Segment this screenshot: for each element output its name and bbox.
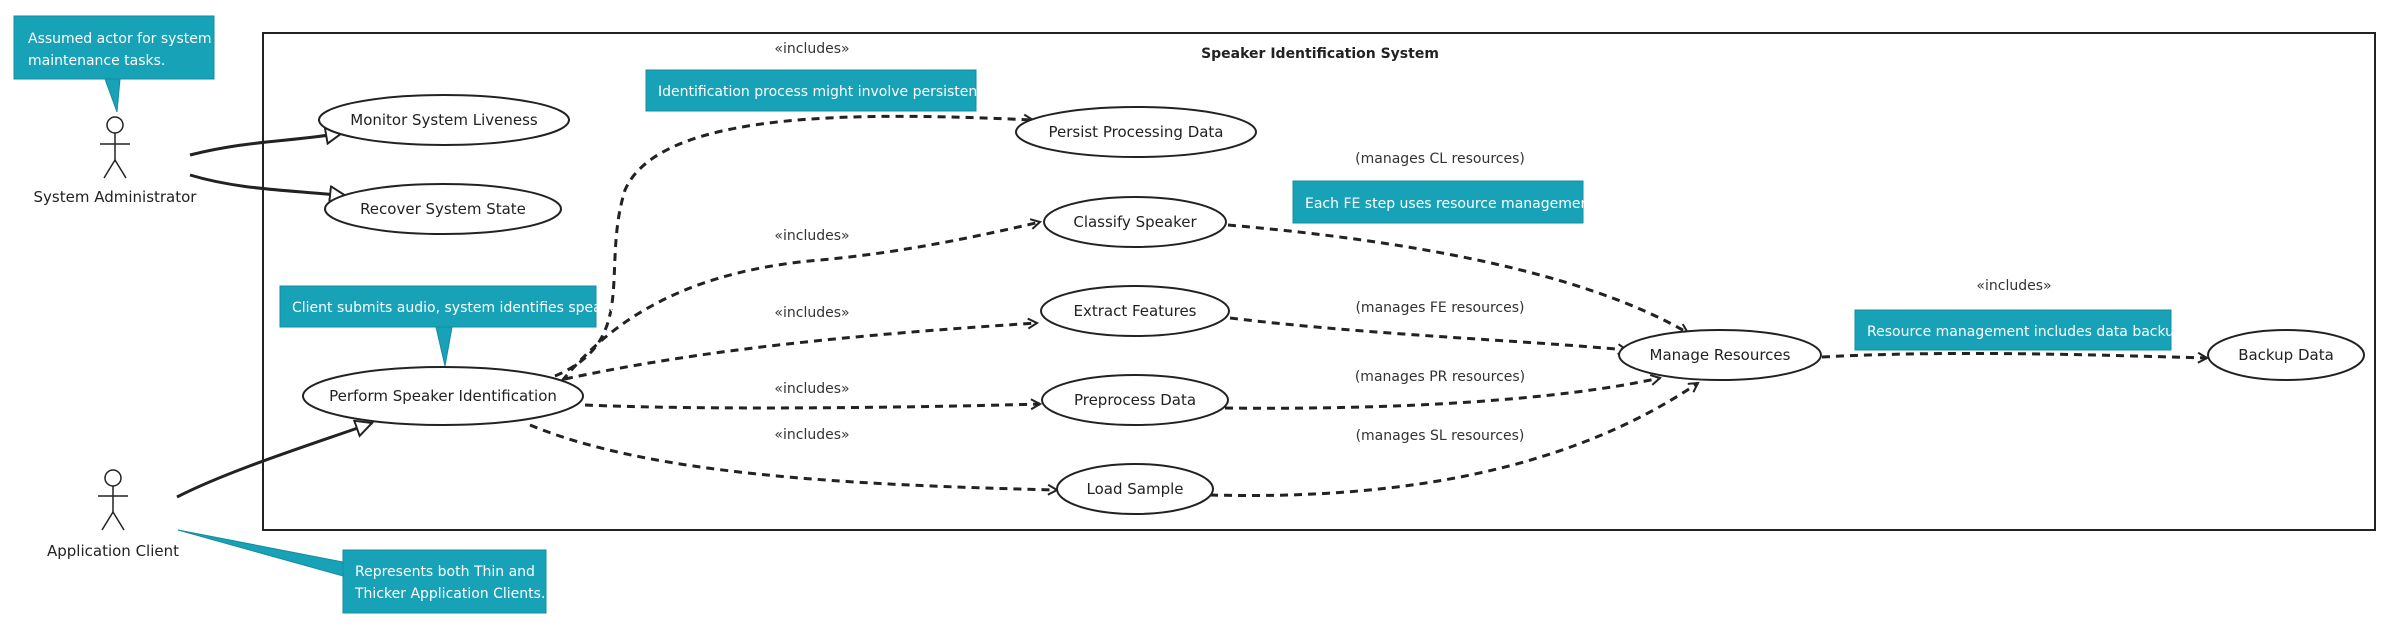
note-backup: Resource management includes data backup… — [1854, 309, 2187, 351]
usecase-backup-data[interactable]: Backup Data — [2207, 329, 2365, 381]
actor-head — [106, 116, 124, 134]
association-admin-recover — [189, 173, 346, 196]
system-title: Speaker Identification System — [1201, 46, 1439, 62]
note-text: maintenance tasks. — [28, 53, 165, 69]
actor-label: System Administrator — [34, 188, 198, 206]
actor-label: Application Client — [47, 542, 179, 560]
edge-perform-extract — [564, 323, 1037, 381]
usecase-perform-speaker-identification[interactable]: Perform Speaker Identification — [302, 366, 584, 426]
usecase-classify-speaker[interactable]: Classify Speaker — [1043, 196, 1227, 248]
note-text: Assumed actor for system — [28, 31, 211, 47]
usecase-label: Recover System State — [360, 200, 526, 218]
usecase-label: Extract Features — [1074, 302, 1197, 320]
edge-manage-backup — [1821, 353, 2207, 358]
edge-classify-manage — [1227, 223, 1688, 335]
note-text: Thicker Application Clients. — [354, 586, 545, 602]
label-includes-persist: «includes» — [774, 41, 849, 57]
usecase-label: Monitor System Liveness — [350, 111, 538, 129]
usecase-label: Classify Speaker — [1073, 213, 1197, 231]
association-client-perform — [176, 423, 372, 499]
note-fe-resources: Each FE step uses resource management. — [1292, 180, 1599, 224]
label-includes-extract: «includes» — [774, 305, 849, 321]
usecase-label: Backup Data — [2238, 346, 2334, 364]
label-manages-cl: (manages CL resources) — [1355, 151, 1525, 167]
usecase-persist-processing-data[interactable]: Persist Processing Data — [1015, 106, 1257, 158]
label-manages-sl: (manages SL resources) — [1356, 428, 1525, 444]
edge-perform-persist — [554, 116, 1033, 378]
usecase-label: Perform Speaker Identification — [329, 387, 557, 405]
note-admin: Assumed actor for system maintenance tas… — [13, 15, 215, 113]
usecase-label: Manage Resources — [1650, 346, 1791, 364]
usecase-label: Load Sample — [1087, 480, 1184, 498]
usecase-monitor-system-liveness[interactable]: Monitor System Liveness — [318, 94, 570, 146]
edge-perform-classify — [560, 222, 1040, 382]
note-text: Each FE step uses resource management. — [1305, 196, 1599, 212]
usecase-label: Persist Processing Data — [1048, 123, 1223, 141]
usecase-manage-resources[interactable]: Manage Resources — [1618, 329, 1822, 381]
actor-head — [104, 469, 122, 487]
edge-preprocess-manage — [1224, 378, 1660, 410]
note-perform: Client submits audio, system identifies … — [279, 285, 627, 367]
edge-perform-load — [529, 423, 1057, 490]
note-text: Client submits audio, system identifies … — [292, 300, 627, 316]
note-text: Resource management includes data backup… — [1867, 324, 2187, 340]
label-includes-backup: «includes» — [1976, 278, 2051, 294]
label-includes-preprocess: «includes» — [774, 381, 849, 397]
edge-load-manage — [1209, 381, 1698, 497]
label-manages-fe: (manages FE resources) — [1355, 300, 1524, 316]
system-boundary: Speaker Identification System — [262, 32, 2376, 531]
note-text: Identification process might involve per… — [658, 84, 998, 100]
association-admin-monitor — [189, 133, 342, 157]
usecase-label: Preprocess Data — [1074, 391, 1196, 409]
usecase-extract-features[interactable]: Extract Features — [1040, 285, 1230, 337]
label-manages-pr: (manages PR resources) — [1355, 369, 1525, 385]
label-includes-classify: «includes» — [774, 228, 849, 244]
usecase-preprocess-data[interactable]: Preprocess Data — [1041, 374, 1229, 426]
usecase-recover-system-state[interactable]: Recover System State — [324, 183, 562, 235]
edge-extract-manage — [1229, 316, 1627, 350]
note-text: Represents both Thin and — [355, 564, 535, 580]
usecase-load-sample[interactable]: Load Sample — [1056, 463, 1214, 515]
note-client: Represents both Thin and Thicker Applica… — [177, 529, 547, 614]
label-includes-load: «includes» — [774, 427, 849, 443]
edge-perform-preprocess — [584, 404, 1040, 408]
actor-system-administrator[interactable]: System Administrator — [34, 116, 198, 206]
note-persistence: Identification process might involve per… — [645, 69, 998, 112]
dependency-edges — [529, 116, 2207, 497]
actor-application-client[interactable]: Application Client — [47, 469, 179, 560]
